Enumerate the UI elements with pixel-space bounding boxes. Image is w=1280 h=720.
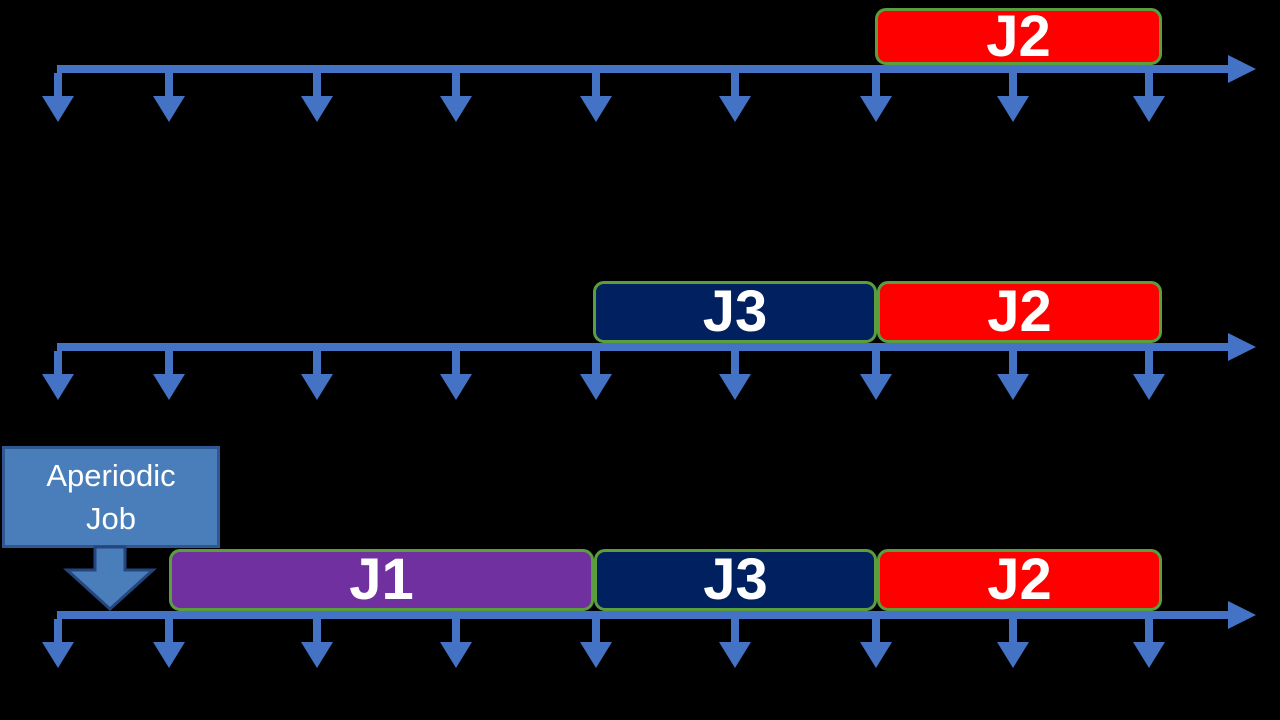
tick-down-arrow-stem (452, 351, 460, 374)
timeline-axis-line (57, 611, 1228, 619)
job-block-j2: J2 (875, 3, 1162, 69)
aperiodic-job-label-line1: Aperiodic (46, 457, 176, 493)
tick-down-arrow-head-icon (42, 374, 74, 400)
timeline-axis-line (57, 343, 1228, 351)
tick-down-arrow-stem (1009, 619, 1017, 642)
tick-down-arrow-head-icon (860, 96, 892, 122)
tick-down-arrow-stem (872, 619, 880, 642)
tick-down-arrow-head-icon (301, 642, 333, 668)
tick-down-arrow-head-icon (860, 374, 892, 400)
tick-down-arrow-head-icon (440, 642, 472, 668)
tick-down-arrow-stem (165, 619, 173, 642)
timeline-axis-arrowhead-icon (1228, 55, 1256, 83)
tick-down-arrow-head-icon (860, 642, 892, 668)
tick-down-arrow-head-icon (997, 374, 1029, 400)
tick-down-arrow-head-icon (440, 374, 472, 400)
tick-down-arrow-head-icon (301, 96, 333, 122)
tick-down-arrow-head-icon (580, 96, 612, 122)
down-block-arrow-shape (63, 545, 157, 612)
timeline-axis-arrowhead-icon (1228, 333, 1256, 361)
tick-down-arrow-stem (731, 351, 739, 374)
tick-down-arrow-stem (54, 73, 62, 96)
tick-down-arrow-stem (731, 73, 739, 96)
job-block-label: J1 (349, 547, 414, 612)
tick-down-arrow-stem (1145, 351, 1153, 374)
tick-down-arrow-stem (313, 73, 321, 96)
job-block-j1: J1 (169, 549, 594, 611)
job-block-j2: J2 (877, 549, 1162, 611)
tick-down-arrow-stem (872, 73, 880, 96)
tick-down-arrow-head-icon (153, 96, 185, 122)
tick-down-arrow-head-icon (153, 642, 185, 668)
tick-down-arrow-head-icon (153, 374, 185, 400)
tick-down-arrow-stem (165, 351, 173, 374)
tick-down-arrow-stem (313, 619, 321, 642)
job-block-label: J3 (702, 279, 768, 344)
job-block-label: J2 (987, 547, 1052, 612)
timeline-axis-line (57, 65, 1228, 73)
tick-down-arrow-stem (54, 351, 62, 374)
job-block-label: J3 (703, 547, 768, 612)
tick-down-arrow-stem (872, 351, 880, 374)
tick-down-arrow-stem (592, 73, 600, 96)
timeline-axis-arrowhead-icon (1228, 601, 1256, 629)
job-block-j2: J2 (877, 281, 1162, 343)
tick-down-arrow-stem (1009, 351, 1017, 374)
tick-down-arrow-stem (1145, 73, 1153, 96)
tick-down-arrow-head-icon (997, 96, 1029, 122)
down-block-arrow-icon (63, 545, 157, 612)
tick-down-arrow-head-icon (301, 374, 333, 400)
tick-down-arrow-head-icon (1133, 96, 1165, 122)
tick-down-arrow-head-icon (42, 96, 74, 122)
tick-down-arrow-stem (592, 351, 600, 374)
tick-down-arrow-head-icon (719, 96, 751, 122)
aperiodic-job-label-line2: Job (86, 501, 136, 536)
tick-down-arrow-stem (1009, 73, 1017, 96)
tick-down-arrow-stem (54, 619, 62, 642)
tick-down-arrow-stem (452, 73, 460, 96)
tick-down-arrow-head-icon (580, 642, 612, 668)
tick-down-arrow-stem (452, 619, 460, 642)
job-block-j3: J3 (594, 549, 877, 611)
job-block-j3: J3 (593, 281, 877, 343)
tick-down-arrow-head-icon (580, 374, 612, 400)
tick-down-arrow-head-icon (1133, 374, 1165, 400)
tick-down-arrow-head-icon (719, 374, 751, 400)
job-block-label: J2 (986, 3, 1051, 69)
tick-down-arrow-head-icon (42, 642, 74, 668)
tick-down-arrow-head-icon (1133, 642, 1165, 668)
tick-down-arrow-head-icon (997, 642, 1029, 668)
tick-down-arrow-head-icon (719, 642, 751, 668)
tick-down-arrow-head-icon (440, 96, 472, 122)
tick-down-arrow-stem (313, 351, 321, 374)
aperiodic-job-callout: Aperiodic Job (2, 446, 220, 548)
tick-down-arrow-stem (165, 73, 173, 96)
tick-down-arrow-stem (1145, 619, 1153, 642)
tick-down-arrow-stem (592, 619, 600, 642)
tick-down-arrow-stem (731, 619, 739, 642)
job-block-label: J2 (987, 279, 1052, 344)
